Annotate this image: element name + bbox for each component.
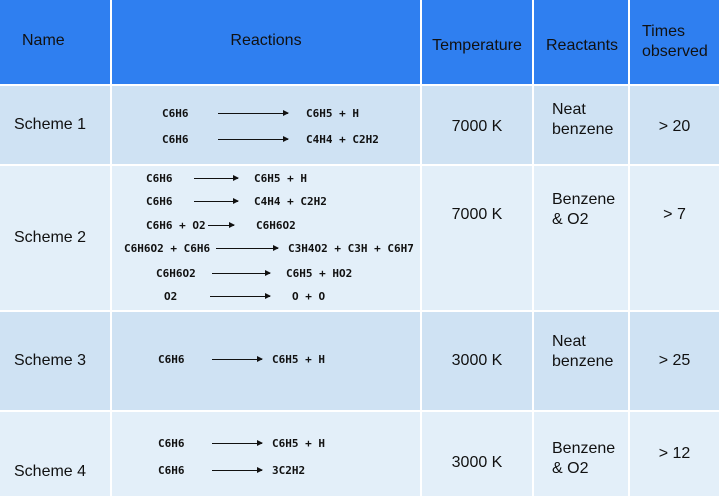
reaction-line: C6H6 3C2H2 xyxy=(112,461,420,481)
reactants-cell: Neat benzene xyxy=(534,86,628,164)
reaction-reactants: C6H6 xyxy=(158,464,185,477)
reaction-reactants: C6H6O2 xyxy=(156,267,196,280)
arrow-right-icon xyxy=(218,110,289,116)
reactants-line1: Neat xyxy=(552,333,586,350)
temperature-cell: 3000 K xyxy=(451,352,503,369)
reaction-products: 3C2H2 xyxy=(272,464,306,477)
reaction-products: C6H5 + H xyxy=(306,107,359,120)
times-observed-cell: > 7 xyxy=(663,206,686,223)
reaction-products: C6H5 + H xyxy=(254,172,307,185)
arrow-right-icon xyxy=(212,440,263,446)
reactants-line2: benzene xyxy=(552,121,614,138)
table-row: Scheme 3 C6H6 C6H5 + H 3000 K Neat benzen… xyxy=(0,312,719,410)
temperature-cell: 7000 K xyxy=(451,206,503,223)
reactants-cell: Benzene & O2 xyxy=(534,412,628,496)
arrow-right-icon xyxy=(194,198,239,204)
header-name: Name xyxy=(22,32,65,49)
temperature-cell: 7000 K xyxy=(451,118,503,135)
header-reactions: Reactions xyxy=(230,32,302,49)
header-temperature: Temperature xyxy=(432,37,522,54)
scheme-name: Scheme 2 xyxy=(14,229,87,246)
reaction-line: C6H6O2 C6H5 + HO2 xyxy=(112,264,420,284)
reaction-reactants: C6H6 xyxy=(146,195,173,208)
reactants-cell: Neat benzene xyxy=(534,312,628,410)
reaction-line: O2 O + O xyxy=(112,287,420,307)
reaction-products: C4H4 + C2H2 xyxy=(306,133,379,146)
scheme-name: Scheme 4 xyxy=(14,463,87,480)
reaction-reactants: C6H6 xyxy=(162,133,189,146)
arrow-right-icon xyxy=(208,222,235,228)
reaction-line: C6H6 C4H4 + C2H2 xyxy=(112,130,420,150)
times-observed-cell: > 25 xyxy=(658,352,691,369)
arrow-right-icon xyxy=(194,175,239,181)
reactants-line1: Benzene xyxy=(552,440,616,457)
arrow-right-icon xyxy=(212,270,271,276)
temperature-cell: 3000 K xyxy=(451,454,503,471)
reaction-products: C6H5 + HO2 xyxy=(286,267,353,280)
reactants-line1: Neat xyxy=(552,101,586,118)
times-observed-cell: > 12 xyxy=(658,445,691,462)
header-times-line1: Times xyxy=(642,23,685,40)
reaction-reactants: O2 xyxy=(164,290,178,303)
reaction-reactants: C6H6 xyxy=(158,353,185,366)
reaction-products: O + O xyxy=(292,290,326,303)
reaction-reactants: C6H6 xyxy=(146,172,173,185)
arrow-right-icon xyxy=(218,136,289,142)
table-header: Name Reactions Temperature Reactants Tim… xyxy=(0,0,719,84)
reactants-cell: Benzene & O2 xyxy=(534,166,628,310)
reaction-line: C6H6 C6H5 + H xyxy=(112,104,420,124)
reaction-reactants: C6H6O2 + C6H6 xyxy=(124,242,211,255)
reaction-line: C6H6 C4H4 + C2H2 xyxy=(112,192,420,212)
arrow-right-icon xyxy=(216,245,279,251)
reaction-products: C6H5 + H xyxy=(272,353,325,366)
reaction-line: C6H6 C6H5 + H xyxy=(112,434,420,454)
times-observed-cell: > 20 xyxy=(658,118,691,135)
reactants-line2: & O2 xyxy=(552,460,589,477)
reactants-line2: benzene xyxy=(552,353,614,370)
header-times-line2: observed xyxy=(642,43,708,60)
arrow-right-icon xyxy=(210,293,271,299)
scheme-name: Scheme 3 xyxy=(14,352,87,369)
reactions-cell: C6H6 C6H5 + H C6H6 3C2H2 xyxy=(112,412,420,496)
header-reactants: Reactants xyxy=(546,37,619,54)
reaction-products: C6H5 + H xyxy=(272,437,325,450)
arrow-right-icon xyxy=(212,356,263,362)
reaction-line: C6H6O2 + C6H6 C3H4O2 + C3H + C6H7 xyxy=(112,239,420,259)
header-times-observed: Times observed xyxy=(630,0,719,84)
reactants-line1: Benzene xyxy=(552,191,616,208)
reaction-line: C6H6 + O2 C6H6O2 xyxy=(112,216,420,236)
table-row: Scheme 4 C6H6 C6H5 + H C6H6 3C2H2 3000 K Be… xyxy=(0,412,719,496)
reactions-cell: C6H6 C6H5 + H xyxy=(112,312,420,410)
reaction-reactants: C6H6 xyxy=(162,107,189,120)
scheme-name: Scheme 1 xyxy=(14,116,87,133)
reaction-reactants: C6H6 xyxy=(158,437,185,450)
reaction-products: C6H6O2 xyxy=(256,219,296,232)
reaction-line: C6H6 C6H5 + H xyxy=(112,169,420,189)
reaction-reactants: C6H6 + O2 xyxy=(146,219,206,232)
reaction-line: C6H6 C6H5 + H xyxy=(112,350,420,370)
arrow-right-icon xyxy=(212,467,263,473)
reaction-products: C4H4 + C2H2 xyxy=(254,195,327,208)
reactants-line2: & O2 xyxy=(552,211,589,228)
reaction-products: C3H4O2 + C3H + C6H7 xyxy=(288,242,414,255)
